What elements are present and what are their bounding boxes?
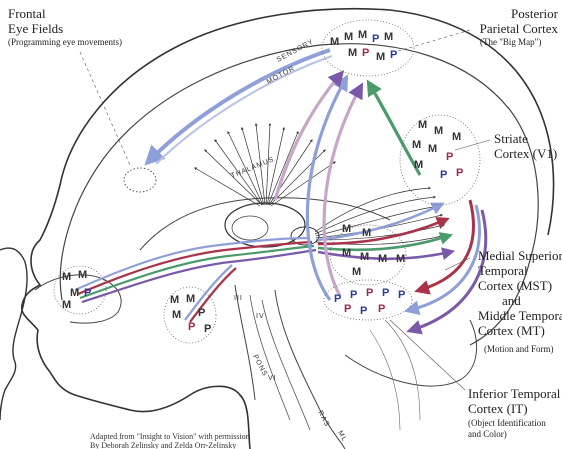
it-sub-line2: and Color): [468, 429, 546, 440]
posterior-parietal-title: Posterior Parietal Cortex: [458, 6, 558, 36]
ras-label: RAS: [316, 410, 330, 429]
v1-cell-m: M: [418, 119, 427, 131]
ppc-title-line2: Parietal Cortex: [458, 21, 558, 36]
mst-mt-subtitle: (Motion and Form): [484, 344, 554, 355]
v1-cell-p: P: [446, 151, 453, 163]
cerebellum-outline: [345, 320, 477, 386]
it-line1: Inferior Temporal: [468, 386, 562, 401]
cranial-nerve-3: III: [234, 295, 243, 302]
mst-cell-m: M: [342, 247, 351, 259]
mst-line6: Cortex (MT): [478, 323, 562, 338]
mst-line5: Middle Temporal: [478, 308, 562, 323]
parietal-to-fef-arrow-shadow: [156, 56, 332, 164]
ppc-cell-m: M: [358, 29, 367, 41]
mst-cell-m: M: [352, 266, 361, 278]
it-cell-p: P: [382, 287, 389, 299]
inferior-temporal-title: Inferior Temporal Cortex (IT): [468, 386, 562, 416]
ppc-cell-p: P: [372, 33, 379, 45]
v1-cell-p: P: [440, 169, 447, 181]
v1-cell-m: M: [428, 143, 437, 155]
mst-cell-m: M: [362, 227, 371, 239]
eye-cell-m: M: [70, 287, 79, 299]
v1-cell-m: M: [412, 139, 421, 151]
it-sub-line1: (Object Identification: [468, 418, 546, 429]
ppc-cell-m: M: [344, 31, 353, 43]
it-cell-p: P: [378, 303, 385, 315]
optic-pathway-bundles: [75, 238, 316, 322]
retina-cell-m: M: [170, 294, 179, 306]
mst-cell-m: M: [378, 253, 387, 265]
mst-line3: Cortex (MST): [478, 278, 562, 293]
inferior-temporal-subtitle: (Object Identification and Color): [468, 418, 546, 440]
posterior-parietal-subtitle: (The "Big Map"): [480, 37, 541, 48]
it-cell-p: P: [350, 289, 357, 301]
it-cell-p: P: [334, 293, 341, 305]
mst-cell-m: M: [360, 251, 369, 263]
it-cells: P P P P P P P P: [334, 287, 405, 317]
mst-cell-m: M: [396, 253, 405, 265]
credit-line2: By Deborah Zelinsky and Zelda Orr-Zelins…: [90, 441, 250, 449]
striate-title-line2: Cortex (V1): [494, 146, 557, 161]
v1-cell-m: M: [414, 159, 423, 171]
ppc-cell-m: M: [384, 31, 393, 43]
sensory-label: SENSORY: [276, 38, 316, 63]
it-cell-p: P: [398, 289, 405, 301]
credit-line1: Adapted from "Insight to Vision" with pe…: [90, 432, 250, 441]
ppc-cell-m: M: [348, 47, 357, 59]
ppc-title-line1: Posterior: [458, 6, 558, 21]
retina-cell-p: P: [198, 307, 205, 319]
retina-cell-m: M: [186, 293, 195, 305]
mst-line4: and: [478, 293, 562, 308]
striate-title-line1: Striate: [494, 131, 557, 146]
ppc-cell-m: M: [330, 36, 339, 48]
ml-label: ML: [336, 430, 348, 444]
v1-cell-m: M: [452, 131, 461, 143]
posterior-lines: [370, 320, 420, 430]
leader-it: [390, 320, 465, 390]
face-profile: [0, 248, 27, 420]
v1-cell-m: M: [434, 125, 443, 137]
mst-mt-title: Medial Superior Temporal Cortex (MST) an…: [478, 248, 562, 338]
thalamus-inner: [232, 216, 268, 240]
ppc-cell-p: P: [390, 49, 397, 61]
retina-cell-p: P: [204, 323, 211, 335]
cranial-nerve-6: VI: [268, 375, 277, 382]
it-line2: Cortex (IT): [468, 401, 562, 416]
eye-cell-m: M: [62, 299, 71, 311]
thalamus-label: THALAMUS: [230, 156, 275, 180]
frontal-eye-fields-title: Frontal Eye Fields: [8, 6, 63, 36]
it-cell-p: P: [366, 287, 373, 299]
brain-outline: [60, 44, 538, 345]
mst-line1: Medial Superior: [478, 248, 562, 263]
optic-radiations: [315, 188, 446, 244]
eye-cell-p: P: [84, 287, 91, 299]
dorsal-stream-arrows: [275, 75, 420, 300]
cranial-nerve-4: IV: [256, 313, 265, 320]
mst-line2: Temporal: [478, 263, 562, 278]
it-cell-p: P: [360, 305, 367, 317]
mst-cell-m: M: [342, 223, 351, 235]
retina-cell-m: M: [172, 309, 181, 321]
frontal-eye-fields-subtitle: (Programming eye movements): [8, 37, 122, 48]
attribution-credit: Adapted from "Insight to Vision" with pe…: [90, 432, 250, 449]
lgn-to-cortex-pathways: [318, 205, 450, 259]
frontal-title-line2: Eye Fields: [8, 21, 63, 36]
striate-cortex-title: Striate Cortex (V1): [494, 131, 557, 161]
frontal-title-line1: Frontal: [8, 6, 63, 21]
leader-fef: [80, 52, 130, 165]
ppc-cell-p: P: [362, 47, 369, 59]
it-cell-p: P: [344, 303, 351, 315]
retina-cell-p: P: [188, 321, 195, 333]
eye-cell-m: M: [78, 269, 87, 281]
v1-cell-p: P: [456, 167, 463, 179]
frontal-eye-field-patch: [124, 168, 156, 192]
eye-cell-m: M: [62, 271, 71, 283]
ppc-cell-m: M: [376, 51, 385, 63]
